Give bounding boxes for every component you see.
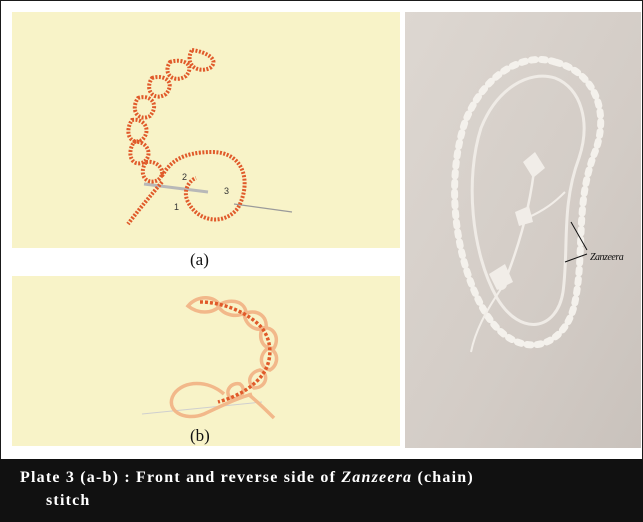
front-stitch-drawing: 2 1 3 xyxy=(12,12,400,248)
embroidery-photo xyxy=(405,12,641,448)
fabric-background xyxy=(12,12,400,248)
zanzeera-annotation: Zanzeera xyxy=(590,252,623,263)
caption-suffix: (chain) xyxy=(412,469,474,486)
caption-line-2: stitch xyxy=(46,492,91,510)
caption-line-1: Plate 3 (a-b) : Front and reverse side o… xyxy=(20,469,474,487)
step-number-3: 3 xyxy=(224,186,229,196)
panel-a-front-illustration: 2 1 3 xyxy=(12,12,400,248)
caption-term: Zanzeera xyxy=(341,469,412,486)
paisley-embroidery xyxy=(405,12,641,448)
caption-prefix: Plate 3 (a-b) : Front and reverse side o… xyxy=(20,469,341,486)
step-number-1: 1 xyxy=(174,202,179,212)
step-number-2: 2 xyxy=(182,172,187,182)
panel-b-label: (b) xyxy=(190,426,210,446)
panel-a-label: (a) xyxy=(190,250,209,270)
panel-b-reverse-illustration xyxy=(12,276,400,446)
caption-bar: Plate 3 (a-b) : Front and reverse side o… xyxy=(0,459,643,522)
reverse-stitch-drawing xyxy=(12,276,400,446)
